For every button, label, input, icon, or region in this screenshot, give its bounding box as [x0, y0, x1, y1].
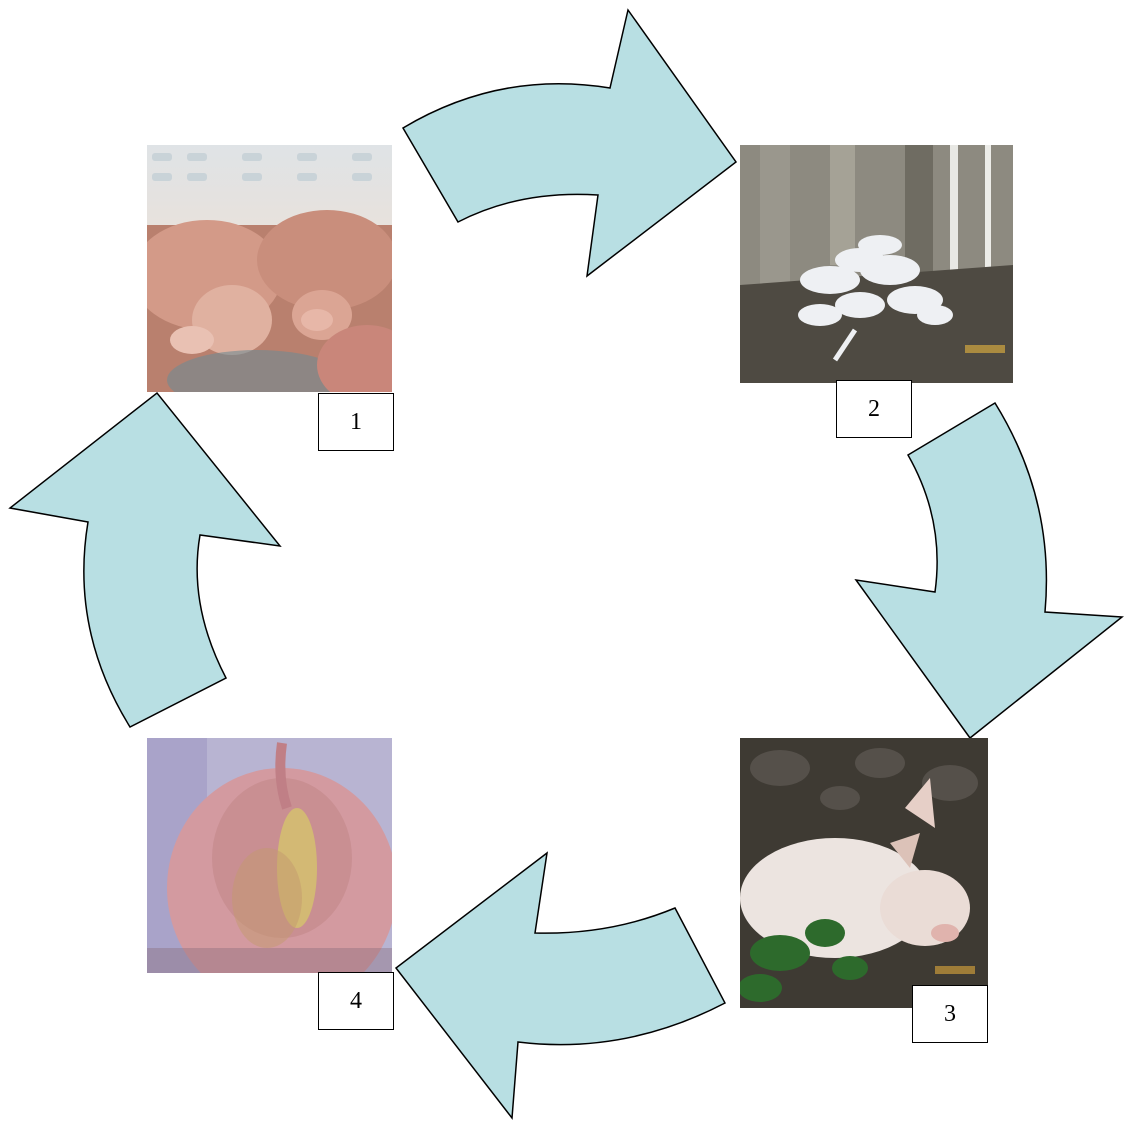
arrow-4-to-1 [10, 393, 280, 727]
arrow-2-to-3 [856, 403, 1122, 738]
arrow-1-to-2 [403, 10, 736, 276]
piglets-huddled-photo [740, 145, 1013, 383]
adult-pigs-photo [147, 145, 392, 392]
stage-label-2: 2 [836, 380, 912, 438]
piglet-rooting-photo [740, 738, 988, 1008]
stage-label-1: 1 [318, 393, 394, 451]
arrow-3-to-4 [396, 853, 725, 1118]
stage-label-4: 4 [318, 972, 394, 1030]
stage-label-3: 3 [912, 985, 988, 1043]
pig-hindquarters-photo [147, 738, 392, 973]
